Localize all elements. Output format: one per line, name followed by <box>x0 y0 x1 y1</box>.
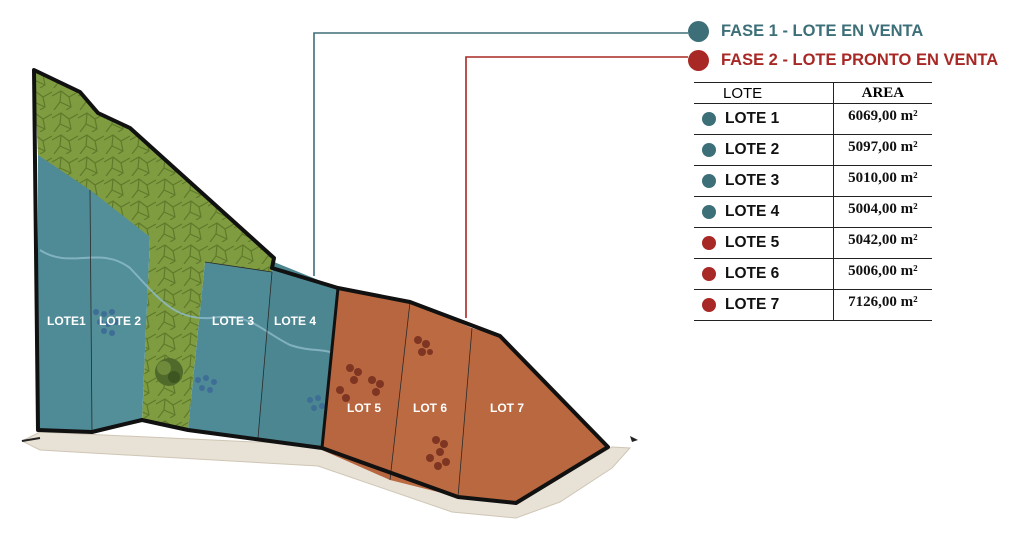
lot-area: 5004,00 m² <box>848 200 918 217</box>
table-row[interactable]: LOTE 5 5042,00 m² <box>694 227 932 259</box>
phase-2-dot-icon <box>702 267 716 281</box>
phase-1-dot-icon <box>702 143 716 157</box>
plot-dividers <box>89 189 473 498</box>
road-edge <box>630 436 638 442</box>
column-header-area: AREA <box>832 82 932 104</box>
plot-label-lot-5: LOT 5 <box>347 401 381 415</box>
bush-cluster-icon <box>93 309 325 411</box>
plot-label-lote-3: LOTE 3 <box>212 314 254 328</box>
plot-lot-5[interactable] <box>322 288 410 480</box>
phase-2-dot-icon <box>702 236 716 250</box>
column-header-lote: LOTE <box>694 82 834 104</box>
tree-cluster-icon <box>336 336 450 470</box>
legend-label: FASE 1 - LOTE EN VENTA <box>721 21 924 40</box>
plot-label-lote-4: LOTE 4 <box>274 314 316 328</box>
plot-label-lote-2: LOTE 2 <box>99 314 141 328</box>
phase-1-dot-icon <box>688 20 709 42</box>
phase-2-dot-icon <box>688 49 709 71</box>
plot-lote-4[interactable] <box>258 262 338 448</box>
lot-name: LOTE 5 <box>725 234 780 251</box>
lot-area: 7126,00 m² <box>848 293 918 310</box>
lot-area: 5097,00 m² <box>848 138 918 155</box>
plot-lot-7[interactable] <box>458 328 608 503</box>
plot-label-lot-6: LOT 6 <box>413 401 447 415</box>
phase-divider <box>320 287 340 449</box>
plot-lote-1[interactable] <box>38 155 92 432</box>
phase-1-dot-icon <box>702 205 716 219</box>
lot-area: 5010,00 m² <box>848 169 918 186</box>
phase-2-dot-icon <box>702 298 716 312</box>
plot-lote-2[interactable] <box>90 190 150 432</box>
green-area <box>34 70 274 430</box>
lot-name: LOTE 3 <box>725 172 780 189</box>
callout-line-phase-2 <box>465 56 688 318</box>
legend: FASE 1 - LOTE EN VENTA FASE 2 - LOTE PRO… <box>688 18 1024 76</box>
table-row[interactable]: LOTE 2 5097,00 m² <box>694 134 932 166</box>
plot-lot-6[interactable] <box>390 302 472 497</box>
boundary-outline <box>32 68 610 505</box>
table-row[interactable]: LOTE 6 5006,00 m² <box>694 258 932 290</box>
lot-area: 6069,00 m² <box>848 107 918 124</box>
phase-1-dot-icon <box>702 112 716 126</box>
phase-1-dot-icon <box>702 174 716 188</box>
lot-name: LOTE 7 <box>725 296 780 313</box>
table-row[interactable]: LOTE 4 5004,00 m² <box>694 196 932 228</box>
lot-name: LOTE 6 <box>725 265 780 282</box>
lot-name: LOTE 1 <box>725 110 780 127</box>
tree-icon <box>155 358 183 386</box>
legend-item-phase-2: FASE 2 - LOTE PRONTO EN VENTA <box>688 47 1024 73</box>
lot-name: LOTE 2 <box>725 141 780 158</box>
plot-label-lot-7: LOT 7 <box>490 401 524 415</box>
river <box>39 249 339 356</box>
table-row[interactable]: LOTE 7 7126,00 m² <box>694 289 932 321</box>
table-header-row: LOTE AREA <box>694 82 932 104</box>
lot-area: 5042,00 m² <box>848 231 918 248</box>
lot-name: LOTE 4 <box>725 203 780 220</box>
legend-item-phase-1: FASE 1 - LOTE EN VENTA <box>688 18 1024 44</box>
legend-label: FASE 2 - LOTE PRONTO EN VENTA <box>721 50 999 69</box>
plot-lote-3[interactable] <box>188 262 272 438</box>
lot-area-table: LOTE AREA LOTE 1 6069,00 m² LOTE 2 5097,… <box>694 82 932 321</box>
table-row[interactable]: LOTE 3 5010,00 m² <box>694 165 932 197</box>
plot-label-lote-1: LOTE1 <box>47 314 86 328</box>
table-row[interactable]: LOTE 1 6069,00 m² <box>694 103 932 135</box>
lot-area: 5006,00 m² <box>848 262 918 279</box>
callout-line-phase-1 <box>313 32 688 276</box>
road-edge <box>21 437 41 442</box>
